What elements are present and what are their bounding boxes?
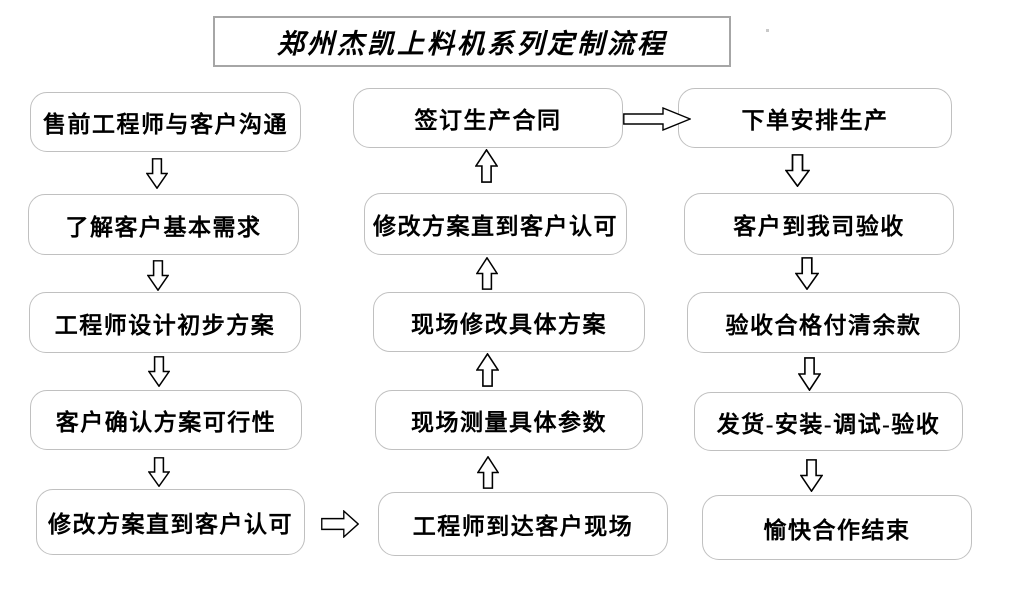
- up-arrow-icon: [475, 149, 498, 183]
- down-arrow-icon: [795, 257, 819, 290]
- up-arrow-icon: [476, 353, 499, 387]
- flow-step-left-3: 工程师设计初步方案: [29, 292, 301, 353]
- flow-step-left-1: 售前工程师与客户沟通: [30, 92, 301, 152]
- stray-dot: [766, 29, 769, 32]
- flow-step-middle-2: 修改方案直到客户认可: [364, 193, 627, 255]
- down-arrow-icon: [148, 457, 170, 487]
- flow-step-left-2: 了解客户基本需求: [28, 194, 299, 255]
- flow-step-right-1: 下单安排生产: [678, 88, 952, 148]
- flowchart-title-box: 郑州杰凯上料机系列定制流程: [213, 16, 731, 67]
- flow-step-left-4: 客户确认方案可行性: [30, 390, 302, 450]
- right-arrow-icon: [321, 510, 359, 538]
- flow-step-right-2: 客户到我司验收: [684, 193, 954, 255]
- flow-step-right-5: 愉快合作结束: [702, 495, 972, 560]
- flow-step-middle-3: 现场修改具体方案: [373, 292, 645, 352]
- down-arrow-icon: [800, 459, 823, 492]
- right-arrow-icon: [623, 107, 691, 131]
- up-arrow-icon: [476, 257, 498, 290]
- flow-step-middle-4: 现场测量具体参数: [375, 390, 643, 450]
- down-arrow-icon: [785, 154, 810, 187]
- flow-step-left-5: 修改方案直到客户认可: [36, 489, 305, 555]
- flowchart-title: 郑州杰凯上料机系列定制流程: [277, 29, 667, 59]
- down-arrow-icon: [148, 356, 170, 387]
- down-arrow-icon: [146, 158, 168, 189]
- flow-step-right-3: 验收合格付清余款: [687, 292, 960, 353]
- flow-step-middle-1: 签订生产合同: [353, 88, 623, 148]
- flow-step-right-4: 发货-安装-调试-验收: [694, 392, 963, 451]
- down-arrow-icon: [798, 357, 821, 391]
- up-arrow-icon: [477, 456, 499, 489]
- down-arrow-icon: [147, 260, 169, 291]
- flow-step-middle-5: 工程师到达客户现场: [378, 492, 668, 556]
